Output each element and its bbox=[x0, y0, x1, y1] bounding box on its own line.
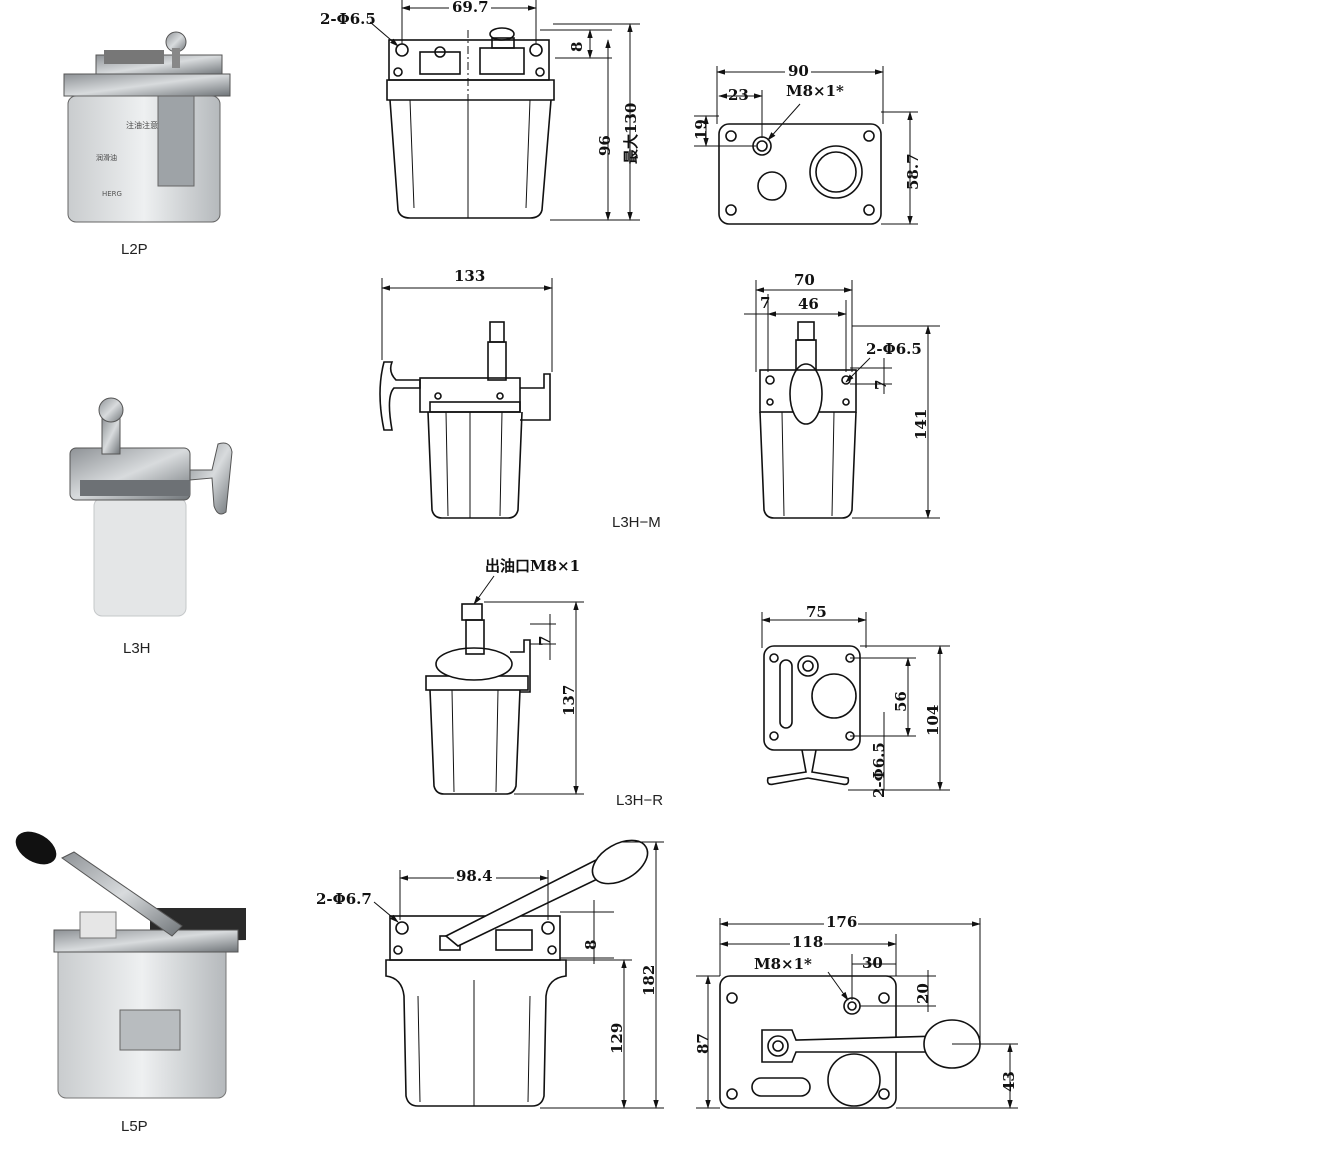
dim-l3h-r-side-hole: 2-Φ6.5 bbox=[870, 742, 888, 798]
dim-l3h-side-small: 7 bbox=[872, 380, 890, 390]
dim-l3h-r-side-inner: 56 bbox=[892, 691, 910, 712]
dim-l5p-side-inner: 118 bbox=[792, 933, 823, 951]
dim-l2p-body-height: 96 bbox=[596, 135, 614, 156]
dim-l3h-r-small: 7 bbox=[536, 636, 554, 646]
dim-l5p-max-height: 182 bbox=[640, 965, 658, 996]
l2p-front-view: 69.7 2-Φ6.5 8 96 最大130 bbox=[320, 0, 640, 221]
dim-l2p-side-top: 19 bbox=[692, 119, 710, 140]
photo-label-3: HERG bbox=[102, 190, 122, 198]
dim-l2p-side-thread: M8×1* bbox=[786, 82, 844, 100]
dim-l2p-side-height: 58.7 bbox=[904, 153, 922, 190]
photo-label-2: 润滑油 bbox=[96, 153, 117, 162]
dim-l5p-side-top: 20 bbox=[914, 983, 932, 1004]
dim-l5p-top-offset: 8 bbox=[582, 940, 600, 950]
dim-l3h-side-height: 141 bbox=[912, 409, 930, 440]
dim-l5p-side-height: 87 bbox=[694, 1033, 712, 1054]
l3h-r-front-view: 出油口M8×1 137 7 bbox=[425, 557, 584, 795]
dim-l5p-side-thread: M8×1* bbox=[754, 955, 812, 973]
dim-l2p-side-offset: 23 bbox=[728, 86, 749, 104]
dim-l5p-body-height: 129 bbox=[608, 1023, 626, 1054]
model-label-l2p: L2P bbox=[121, 241, 148, 258]
dim-l2p-top-offset: 8 bbox=[568, 42, 586, 52]
dim-l2p-width: 69.7 bbox=[452, 0, 489, 16]
dim-l2p-hole: 2-Φ6.5 bbox=[320, 10, 376, 28]
dim-l3h-r-outlet: 出油口M8×1 bbox=[485, 557, 580, 575]
l3h-side-view: 70 7 46 2-Φ6.5 7 141 bbox=[744, 271, 940, 519]
photo-l3h bbox=[69, 397, 233, 617]
dim-l3h-r-side-height: 104 bbox=[924, 705, 942, 736]
dim-l3h-side-hole: 2-Φ6.5 bbox=[866, 340, 922, 358]
dim-l3h-r-height: 137 bbox=[560, 685, 578, 716]
dim-l3h-r-side-width: 75 bbox=[806, 603, 827, 621]
dim-l5p-side-offset: 30 bbox=[862, 954, 883, 972]
model-label-l5p: L5P bbox=[121, 1118, 148, 1135]
l5p-side-view: 176 118 M8×1* 30 20 87 43 bbox=[694, 913, 1018, 1109]
dim-l2p-side-width: 90 bbox=[788, 62, 809, 80]
dim-l5p-side-width: 176 bbox=[826, 913, 857, 931]
model-label-l3h: L3H bbox=[123, 640, 151, 657]
dim-l5p-width: 98.4 bbox=[456, 867, 493, 885]
dim-l2p-max-height: 最大130 bbox=[622, 103, 640, 164]
dim-l3h-side-inner: 46 bbox=[798, 295, 819, 313]
l2p-side-view: 90 23 M8×1* 19 58.7 bbox=[692, 62, 922, 225]
variant-label-l3h-m: L3H−M bbox=[612, 514, 661, 531]
dim-l5p-hole: 2-Φ6.7 bbox=[316, 890, 372, 908]
dim-l5p-side-handle: 43 bbox=[1000, 1071, 1018, 1092]
l3h-r-side-view: 75 56 104 2-Φ6.5 bbox=[761, 603, 950, 798]
photo-l5p bbox=[15, 831, 246, 1099]
l3h-front-view: 133 bbox=[379, 267, 553, 519]
dim-l3h-width: 133 bbox=[454, 267, 485, 285]
l5p-front-view: 98.4 2-Φ6.7 8 129 182 bbox=[316, 839, 664, 1109]
variant-label-l3h-r: L3H−R bbox=[616, 792, 663, 809]
photo-label-1: 注油注意 bbox=[126, 120, 158, 130]
photo-l2p: 注油注意 润滑油 HERG bbox=[63, 31, 231, 223]
dim-l3h-side-width: 70 bbox=[794, 271, 815, 289]
dim-l3h-side-offset: 7 bbox=[760, 294, 770, 312]
